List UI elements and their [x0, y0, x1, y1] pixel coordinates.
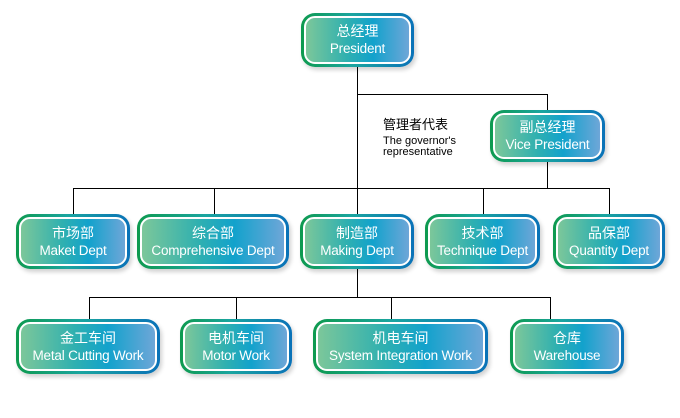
connector-vp-down — [547, 161, 548, 188]
node-dept-technique-en: Technique Dept — [436, 242, 528, 258]
connector-president-trunk — [357, 66, 358, 214]
connector-dept-quantity — [609, 188, 610, 215]
node-workshop-warehouse-en: Warehouse — [533, 347, 601, 363]
node-workshop-motor[interactable]: 电机车间 Motor Work — [180, 319, 292, 374]
connector-workshop-motor — [236, 297, 237, 320]
node-dept-making[interactable]: 制造部 Making Dept — [300, 214, 414, 269]
node-president-body: 总经理 President — [304, 16, 411, 64]
node-vice-president-en: Vice President — [505, 137, 590, 152]
node-workshop-warehouse[interactable]: 仓库 Warehouse — [510, 319, 624, 374]
node-dept-technique[interactable]: 技术部 Technique Dept — [425, 214, 540, 269]
governor-representative-annotation: 管理者代表 The governor's representative — [383, 117, 456, 158]
node-workshop-motor-en: Motor Work — [202, 347, 270, 363]
node-president-en: President — [329, 41, 386, 56]
node-dept-technique-cn: 技术部 — [461, 224, 504, 241]
connector-workshop-system — [391, 297, 392, 320]
node-dept-comprehensive-en: Comprehensive Dept — [151, 242, 275, 258]
node-dept-quantity-en: Quantity Dept — [569, 242, 649, 258]
node-dept-comprehensive-cn: 综合部 — [192, 224, 234, 241]
node-workshop-metal-cutting[interactable]: 金工车间 Metal Cutting Work — [16, 319, 160, 374]
node-dept-maket-en: Maket Dept — [39, 242, 107, 258]
node-workshop-metal-cutting-en: Metal Cutting Work — [32, 347, 144, 363]
connector-dept-maket — [73, 188, 74, 215]
node-workshop-system-integration[interactable]: 机电车间 System Integration Work — [313, 319, 488, 374]
connector-workshop-warehouse — [550, 297, 551, 320]
node-dept-maket-body: 市场部 Maket Dept — [19, 217, 127, 266]
node-dept-making-body: 制造部 Making Dept — [303, 217, 411, 266]
node-vice-president-body: 副总经理 Vice President — [493, 113, 602, 159]
node-dept-maket[interactable]: 市场部 Maket Dept — [16, 214, 130, 269]
node-workshop-system-integration-body: 机电车间 System Integration Work — [316, 322, 485, 371]
node-president-cn: 总经理 — [336, 23, 379, 39]
connector-making-down — [357, 268, 358, 297]
node-workshop-metal-cutting-body: 金工车间 Metal Cutting Work — [19, 322, 157, 371]
node-dept-quantity[interactable]: 品保部 Quantity Dept — [553, 214, 665, 269]
connector-workshop-metal — [89, 297, 90, 320]
node-workshop-warehouse-body: 仓库 Warehouse — [513, 322, 621, 371]
node-dept-technique-body: 技术部 Technique Dept — [428, 217, 537, 266]
node-workshop-metal-cutting-cn: 金工车间 — [60, 329, 116, 346]
connector-workshops-bar — [89, 297, 551, 298]
node-workshop-warehouse-cn: 仓库 — [553, 329, 581, 346]
node-workshop-motor-cn: 电机车间 — [208, 329, 264, 346]
node-dept-making-cn: 制造部 — [336, 224, 378, 241]
node-dept-making-en: Making Dept — [320, 242, 394, 258]
node-president[interactable]: 总经理 President — [301, 13, 414, 67]
node-workshop-system-integration-en: System Integration Work — [329, 347, 472, 363]
node-dept-maket-cn: 市场部 — [52, 224, 94, 241]
node-dept-quantity-body: 品保部 Quantity Dept — [556, 217, 662, 266]
node-workshop-motor-body: 电机车间 Motor Work — [183, 322, 289, 371]
annotation-cn: 管理者代表 — [383, 117, 449, 132]
connector-president-to-vp — [357, 94, 548, 95]
connector-vp-drop — [547, 94, 548, 111]
node-dept-quantity-cn: 品保部 — [588, 224, 630, 241]
connector-dept-technique — [483, 188, 484, 215]
connector-departments-bar — [73, 188, 610, 189]
node-vice-president-cn: 副总经理 — [519, 119, 576, 135]
annotation-en-line1: The governor's — [383, 135, 457, 147]
connector-dept-comprehensive — [214, 188, 215, 215]
annotation-en-line2: representative — [383, 146, 453, 158]
node-vice-president[interactable]: 副总经理 Vice President — [490, 110, 605, 162]
node-workshop-system-integration-cn: 机电车间 — [372, 329, 429, 346]
node-dept-comprehensive-body: 综合部 Comprehensive Dept — [140, 217, 286, 266]
node-dept-comprehensive[interactable]: 综合部 Comprehensive Dept — [137, 214, 289, 269]
